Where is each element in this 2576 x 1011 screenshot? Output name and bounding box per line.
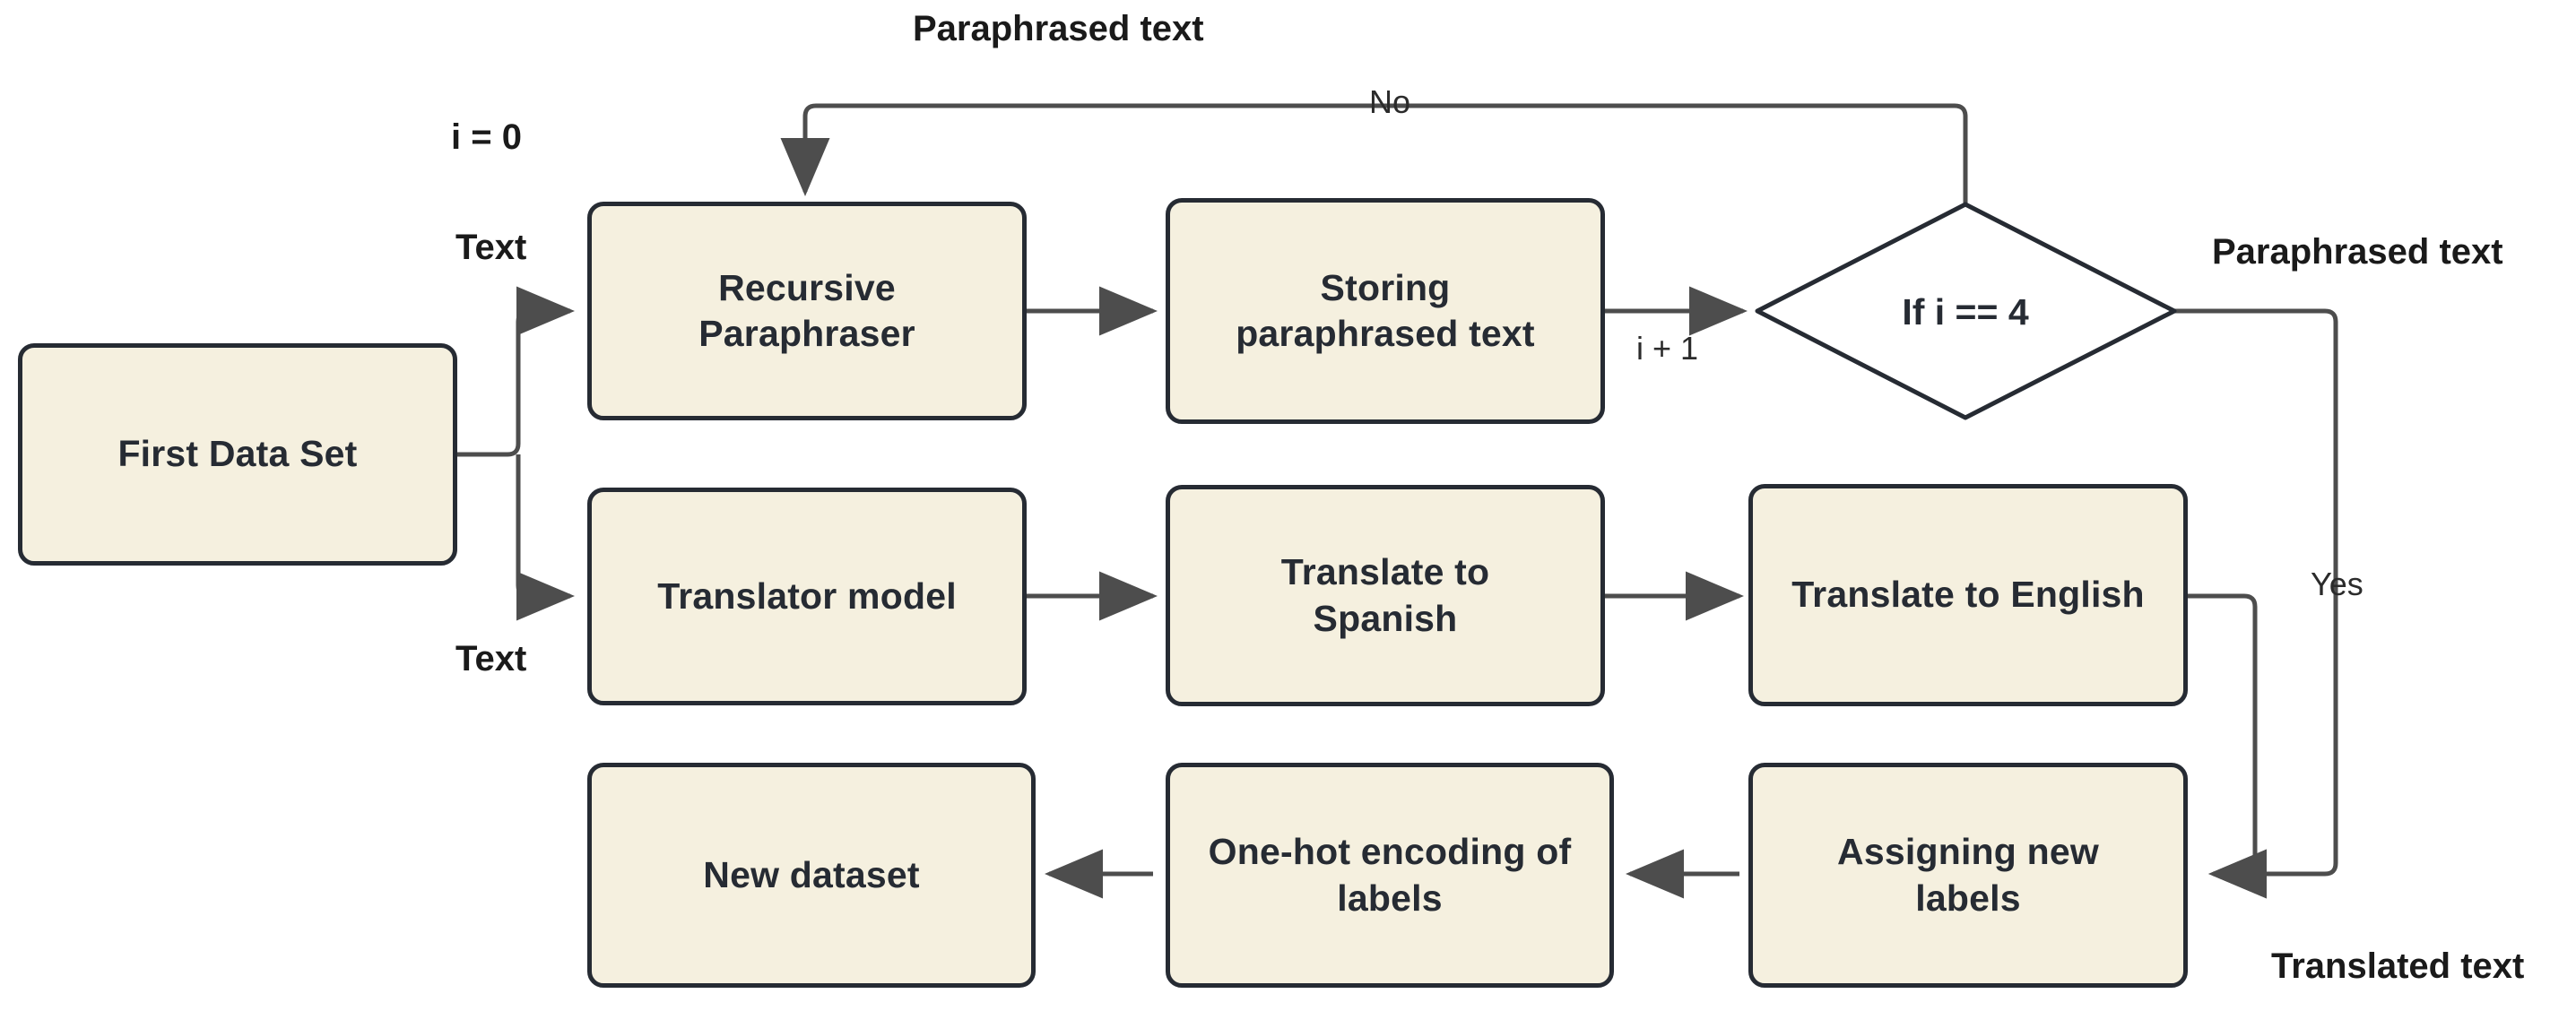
- node-translate-to-english[interactable]: Translate to English: [1748, 484, 2188, 706]
- node-label: First Data Set: [117, 433, 358, 475]
- node-label-line-1: Translate to: [1280, 551, 1490, 593]
- node-label-line-2: paraphrased text: [1236, 313, 1535, 354]
- node-new-dataset[interactable]: New dataset: [587, 763, 1036, 988]
- edge-label-translated-text: Translated text: [2271, 946, 2525, 986]
- edge-label-i-equals-0: i = 0: [451, 117, 522, 157]
- edge-label-text-top: Text: [455, 228, 527, 267]
- node-translate-to-spanish[interactable]: Translate to Spanish: [1166, 485, 1605, 706]
- node-label-line-2: labels: [1915, 877, 2021, 919]
- edge-translateenglish-to-assigningnewlabels: [2188, 593, 2267, 899]
- node-label: Storing paraphrased text: [1236, 265, 1535, 358]
- edge-label-paraphrased-text-right: Paraphrased text: [2212, 232, 2503, 272]
- node-label: Translate to Spanish: [1281, 549, 1490, 642]
- edge-firstdataset-to-recursiveparaphraser: [455, 286, 575, 457]
- edge-label-yes: Yes: [2311, 566, 2364, 602]
- node-label: If i == 4: [1902, 291, 2029, 333]
- node-label-line-2: labels: [1337, 877, 1443, 919]
- node-label-line-2: Paraphraser: [698, 313, 915, 354]
- node-recursive-paraphraser[interactable]: Recursive Paraphraser: [587, 202, 1027, 420]
- node-label-line-1: Recursive: [718, 266, 896, 308]
- node-label: One-hot encoding of labels: [1209, 829, 1572, 921]
- node-if-i-equals-4[interactable]: If i == 4: [1849, 291, 2082, 333]
- node-label: Assigning new labels: [1837, 829, 2099, 921]
- node-translator-model[interactable]: Translator model: [587, 488, 1027, 705]
- edge-label-i-plus-1: i + 1: [1636, 330, 1699, 367]
- edge-label-paraphrased-text-top: Paraphrased text: [913, 9, 1204, 48]
- node-label-line-1: Storing: [1320, 266, 1451, 308]
- node-label: Recursive Paraphraser: [698, 265, 915, 358]
- node-one-hot-encoding-of-labels[interactable]: One-hot encoding of labels: [1166, 763, 1614, 988]
- node-storing-paraphrased-text[interactable]: Storing paraphrased text: [1166, 198, 1605, 424]
- node-label: Translate to English: [1791, 574, 2145, 616]
- node-label-line-2: Spanish: [1313, 597, 1458, 639]
- node-label-line-1: One-hot encoding of: [1208, 831, 1572, 873]
- edge-label-text-bottom: Text: [455, 639, 527, 678]
- edge-label-no: No: [1369, 83, 1411, 120]
- node-label: Translator model: [657, 575, 957, 617]
- node-assigning-new-labels[interactable]: Assigning new labels: [1748, 763, 2188, 988]
- node-label: New dataset: [703, 853, 920, 895]
- edge-firstdataset-to-translatormodel: [516, 454, 575, 621]
- node-first-data-set[interactable]: First Data Set: [18, 343, 457, 566]
- node-label-line-1: Assigning new: [1837, 831, 2099, 873]
